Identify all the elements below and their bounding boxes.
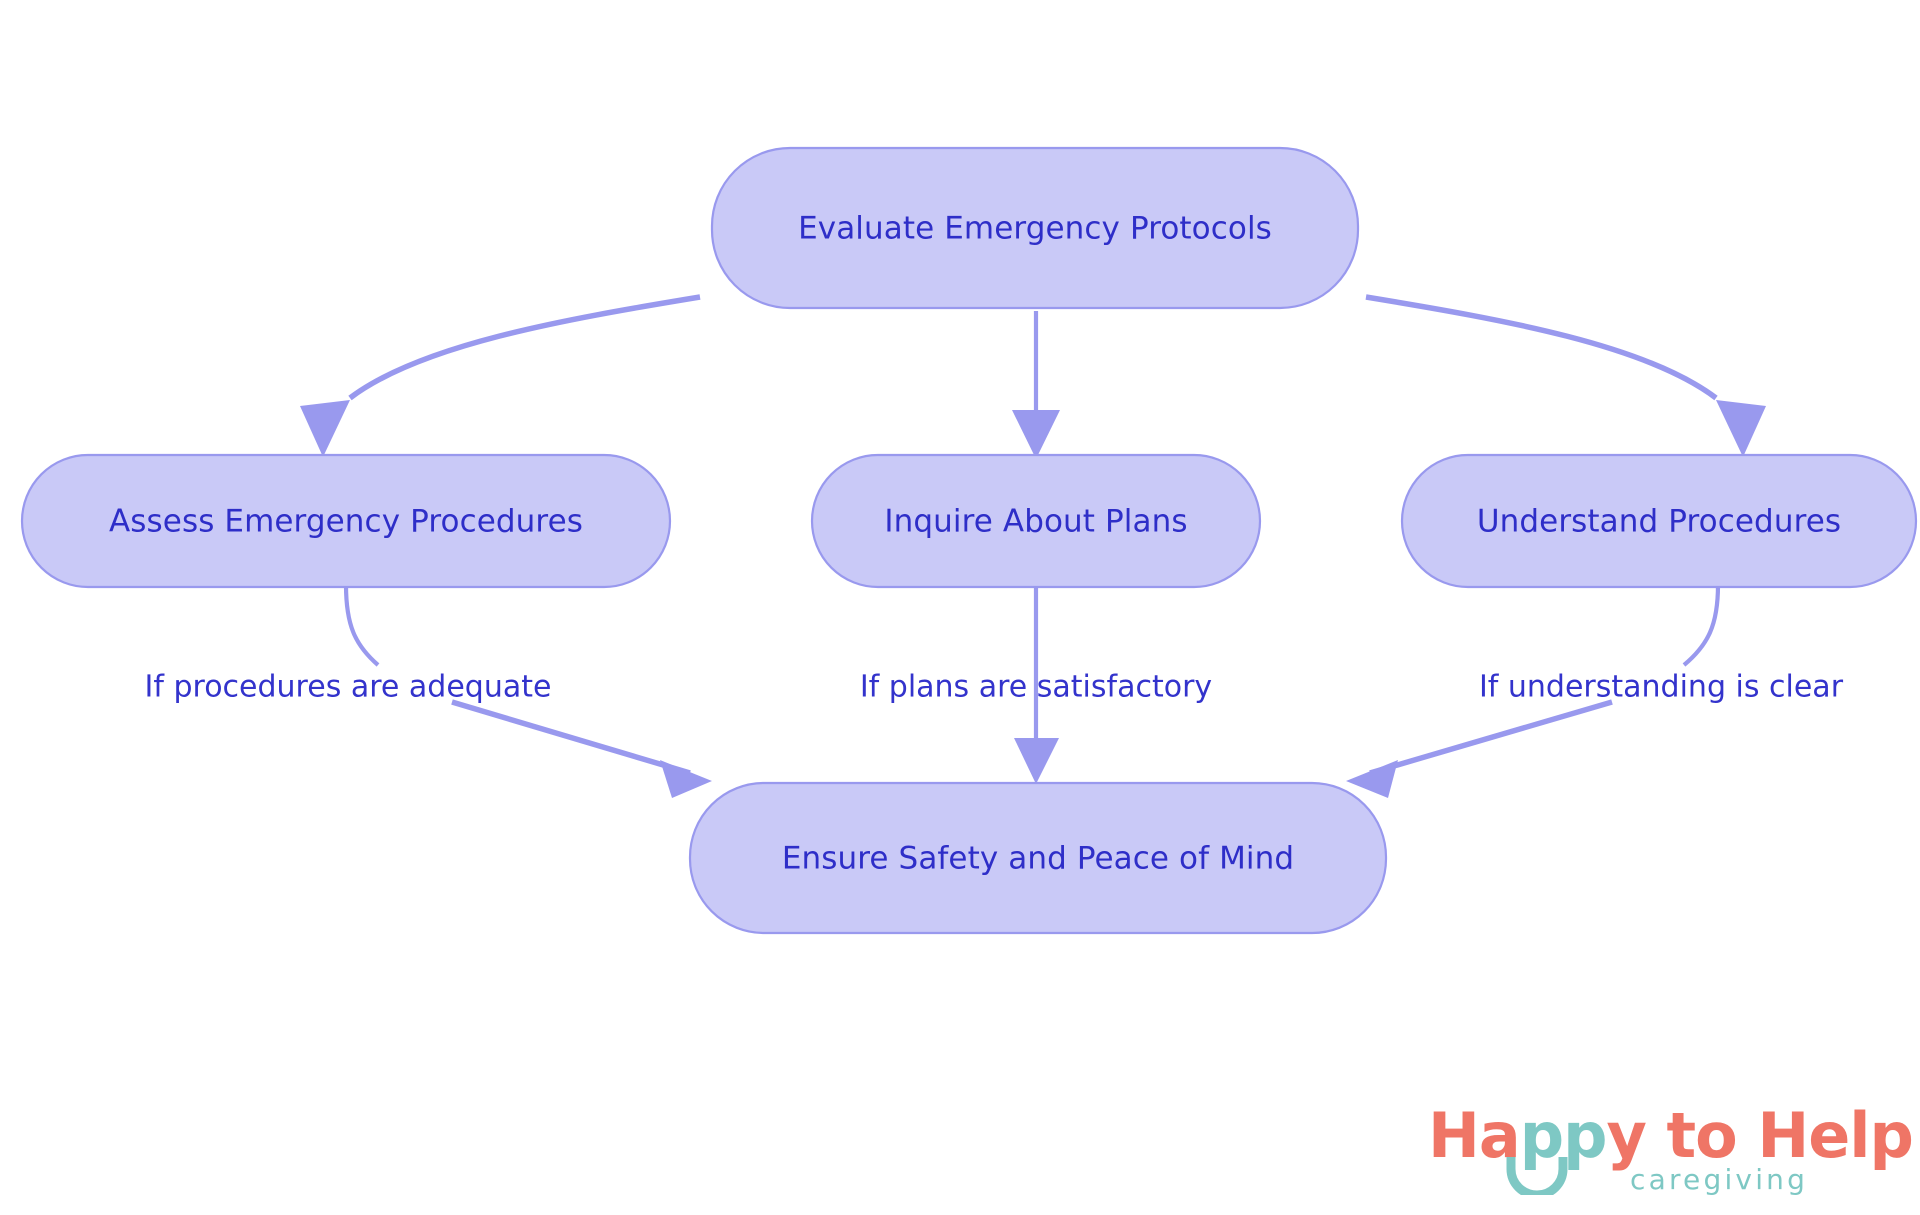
edge-path-evaluate-understand: [1365, 294, 1718, 401]
brand-logo: Happy to Help caregiving: [1428, 1105, 1914, 1205]
edge-assess-to-ensure: [343, 584, 712, 798]
node-inquire-about-plans[interactable]: Inquire About Plans: [810, 453, 1262, 589]
logo-word-part-1: Ha: [1428, 1099, 1521, 1172]
node-evaluate-emergency-protocols[interactable]: Evaluate Emergency Protocols: [710, 146, 1360, 310]
node-assess-emergency-procedures[interactable]: Assess Emergency Procedures: [20, 453, 672, 589]
node-ensure-safety-and-peace-of-mind[interactable]: Ensure Safety and Peace of Mind: [688, 781, 1388, 935]
arrowhead-understand-ensure: [1346, 760, 1398, 798]
logo-wordmark: Happy to Help: [1428, 1105, 1914, 1167]
edge-path-assess-ensure-upper: [343, 584, 380, 667]
node-inquire-label: Inquire About Plans: [884, 504, 1187, 540]
node-understand-procedures[interactable]: Understand Procedures: [1400, 453, 1918, 589]
node-inquire-shape[interactable]: [810, 453, 1262, 589]
node-ensure-shape[interactable]: [688, 781, 1388, 935]
arrowhead-inquire-ensure: [1014, 738, 1059, 784]
edge-evaluate-to-understand: [1365, 294, 1766, 457]
node-understand-label: Understand Procedures: [1477, 504, 1841, 540]
arrowhead-evaluate-understand: [1716, 400, 1766, 457]
edge-path-evaluate-assess: [348, 294, 701, 401]
logo-word-part-3: y to Help: [1606, 1099, 1914, 1172]
edge-label-understanding-clear: If understanding is clear: [1479, 670, 1844, 705]
arrowhead-assess-ensure: [660, 760, 712, 798]
edge-path-understand-ensure-upper: [1682, 584, 1721, 667]
edge-understand-to-ensure: [1346, 584, 1721, 798]
node-ensure-label: Ensure Safety and Peace of Mind: [782, 841, 1294, 877]
node-assess-shape[interactable]: [20, 453, 672, 589]
edge-path-understand-ensure-lower: [1369, 699, 1613, 776]
logo-word-part-2: pp: [1519, 1099, 1608, 1172]
node-evaluate-shape[interactable]: [710, 146, 1360, 310]
node-evaluate-label: Evaluate Emergency Protocols: [798, 211, 1272, 247]
edge-evaluate-to-assess: [300, 294, 701, 457]
edge-label-plans-satisfactory: If plans are satisfactory: [860, 670, 1212, 705]
edge-inquire-to-ensure: [1014, 588, 1059, 784]
edge-path-assess-ensure-lower: [451, 699, 691, 776]
edge-evaluate-to-inquire: [1012, 311, 1060, 459]
edge-label-procedures-adequate: If procedures are adequate: [145, 670, 552, 705]
arrowhead-evaluate-assess: [300, 400, 350, 457]
smile-icon: [1506, 1157, 1568, 1195]
node-assess-label: Assess Emergency Procedures: [109, 504, 583, 540]
logo-tagline: caregiving: [1630, 1163, 1809, 1196]
arrowhead-evaluate-inquire: [1012, 410, 1060, 459]
node-understand-shape[interactable]: [1400, 453, 1918, 589]
